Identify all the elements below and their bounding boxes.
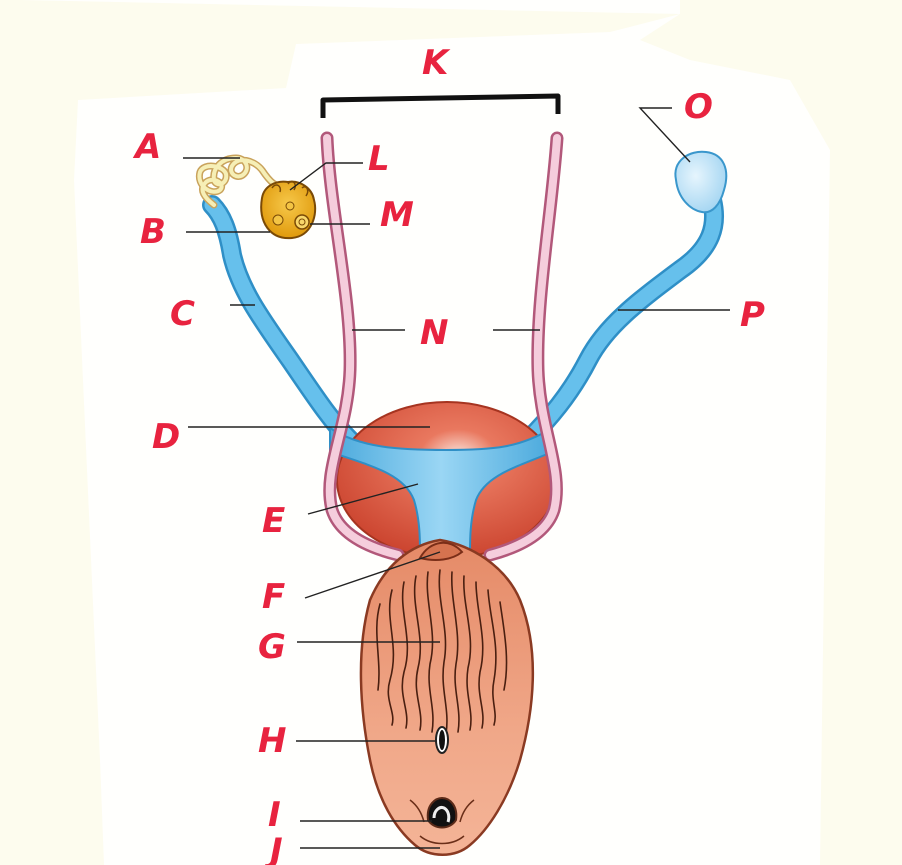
- fold-i-right: [459, 799, 475, 823]
- label-l: L: [368, 139, 390, 179]
- label-k: K: [422, 43, 451, 83]
- label-i: I: [268, 795, 281, 835]
- label-b: B: [140, 212, 166, 252]
- leader-f: [304, 551, 441, 599]
- left-ureter-fill: [323, 134, 402, 559]
- label-c: C: [170, 294, 195, 334]
- label-o: O: [684, 87, 713, 127]
- label-d: D: [152, 417, 180, 457]
- oviduct-bulb: [674, 150, 728, 214]
- mucosal-folds: [375, 569, 508, 735]
- fold-i-left: [409, 799, 425, 823]
- ovary: [260, 180, 317, 240]
- fold-j: [419, 835, 465, 845]
- label-p: P: [740, 295, 765, 335]
- opening-i-highlight: [432, 806, 451, 823]
- label-m: M: [380, 195, 414, 235]
- bracket-k: [320, 93, 561, 118]
- label-e: E: [262, 501, 285, 541]
- leader-l: [289, 162, 363, 191]
- right-oviduct-fill: [520, 192, 722, 448]
- label-a: A: [132, 127, 161, 167]
- leader-lines: [183, 107, 730, 849]
- coiled-tube-fill: [197, 155, 288, 207]
- right-ureter-fill: [486, 134, 561, 559]
- cloaca-opening-i: [426, 796, 458, 829]
- opening-h-inner: [439, 730, 445, 750]
- label-h: H: [258, 721, 286, 761]
- labels: A B C D E F G H I J K L M N O P: [132, 43, 765, 865]
- label-n: N: [420, 313, 448, 353]
- cloacal-junction: [329, 426, 553, 553]
- label-g: G: [258, 627, 286, 667]
- label-f: F: [262, 577, 285, 617]
- leader-o: [638, 107, 691, 163]
- leader-e: [307, 483, 419, 515]
